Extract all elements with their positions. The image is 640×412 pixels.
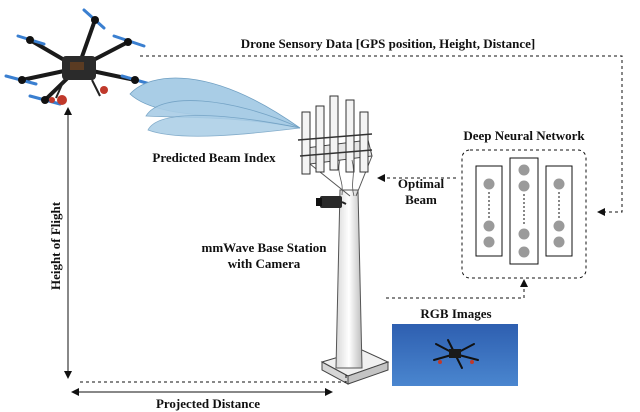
dnn-label: Deep Neural Network xyxy=(463,128,585,143)
sensory-data-label: Drone Sensory Data [GPS position, Height… xyxy=(241,36,535,51)
dnn-node xyxy=(553,236,565,248)
rgb-images-label: RGB Images xyxy=(420,306,491,321)
dnn-node xyxy=(518,228,530,240)
optimal-beam-label-line2: Beam xyxy=(405,192,437,207)
base-station-label-line2: with Camera xyxy=(228,256,301,271)
optimal-beam-label-line1: Optimal xyxy=(398,176,445,191)
distance-label: Projected Distance xyxy=(156,396,260,411)
cell-tower-icon xyxy=(297,95,390,385)
beam-lobe-lower xyxy=(147,115,301,137)
ground-line xyxy=(80,374,347,383)
base-station-label-line1: mmWave Base Station xyxy=(202,240,328,255)
sensory-data-connector xyxy=(140,55,623,216)
drone-photo-thumbnail xyxy=(392,324,518,386)
quadcopter-drone-icon xyxy=(4,8,152,106)
height-label: Height of Flight xyxy=(48,201,63,290)
rgb-images-connector xyxy=(386,279,528,299)
dnn-node xyxy=(553,178,565,190)
dnn-node xyxy=(518,164,530,176)
camera-icon xyxy=(316,196,347,208)
dnn-node xyxy=(483,220,495,232)
dnn-node xyxy=(553,220,565,232)
antenna-beams xyxy=(129,77,301,137)
dnn-node xyxy=(483,178,495,190)
dnn-node xyxy=(518,180,530,192)
dnn-box xyxy=(461,149,587,279)
dnn-node xyxy=(518,246,530,258)
beam-index-label: Predicted Beam Index xyxy=(152,150,276,165)
dnn-boundary xyxy=(461,149,587,279)
dnn-node xyxy=(483,236,495,248)
